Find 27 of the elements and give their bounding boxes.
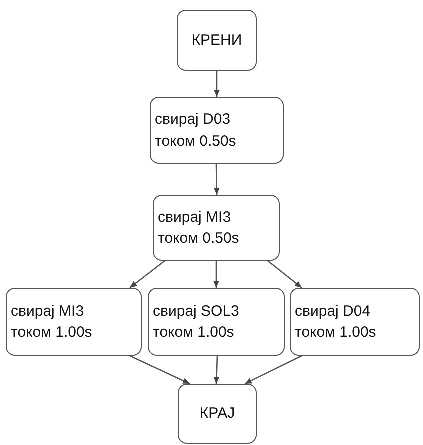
box-text: током 0.50s	[155, 132, 236, 150]
box-text: свирај SOL3	[153, 302, 240, 320]
box-text: свирај MI3	[158, 208, 232, 226]
box-text: свирај D04	[295, 302, 371, 320]
arrow	[214, 164, 220, 196]
process-box	[148, 288, 285, 356]
arrow	[214, 261, 220, 288]
arrow	[268, 260, 302, 288]
box-text: током 1.00s	[153, 324, 234, 342]
process-box	[153, 195, 280, 261]
process-box	[178, 384, 257, 444]
process-box	[6, 288, 142, 356]
arrow	[130, 260, 166, 289]
arrow	[214, 71, 220, 97]
box-text: током 1.00s	[11, 324, 92, 342]
arrow	[244, 355, 302, 385]
process-box	[290, 288, 420, 356]
arrow	[130, 355, 190, 385]
box-text: током 1.00s	[295, 324, 376, 342]
process-box	[177, 10, 257, 71]
box-text: свирај D03	[155, 111, 231, 128]
process-box	[150, 97, 284, 164]
box-text: свирај MI3	[11, 302, 84, 320]
box-text: КРАЈ	[200, 405, 236, 423]
box-text: током 0.50s	[158, 230, 240, 248]
arrow	[214, 356, 220, 384]
box-text: КРЕНИ	[192, 32, 242, 50]
